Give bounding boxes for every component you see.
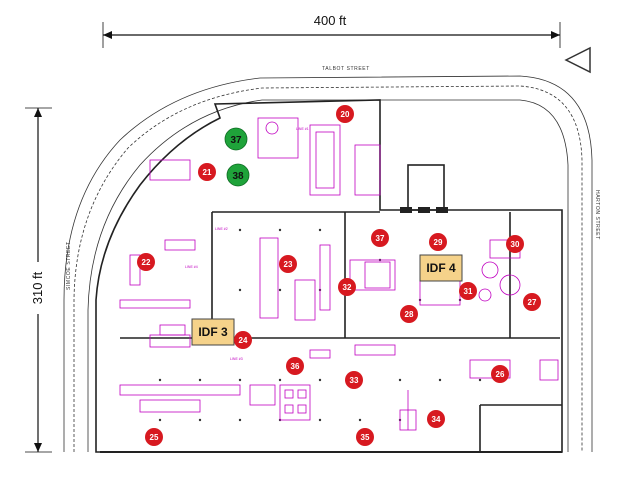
marker-32[interactable]: 32	[338, 278, 356, 296]
equipment-layout	[119, 117, 559, 431]
idf-3-label: IDF 3	[198, 325, 228, 339]
marker-36[interactable]: 36	[286, 357, 304, 375]
line-label-4: LINE #4	[185, 265, 198, 269]
svg-text:37: 37	[230, 135, 242, 146]
street-north: TALBOT STREET	[322, 66, 370, 72]
marker-27[interactable]: 27	[523, 293, 541, 311]
marker-37-green[interactable]: 37	[224, 127, 248, 151]
idf-3-box[interactable]: IDF 3	[191, 318, 235, 346]
north-triangle-icon	[564, 46, 591, 74]
line-label-2: LINE #2	[215, 227, 228, 231]
svg-text:29: 29	[434, 238, 443, 247]
svg-text:26: 26	[496, 370, 505, 379]
line-label-3: LINE #3	[230, 357, 243, 361]
svg-text:32: 32	[343, 283, 352, 292]
marker-22[interactable]: 22	[137, 253, 155, 271]
svg-text:28: 28	[405, 310, 414, 319]
idf-4-label: IDF 4	[426, 261, 456, 275]
svg-text:34: 34	[432, 415, 441, 424]
building-walls	[95, 99, 563, 453]
marker-34[interactable]: 34	[427, 410, 445, 428]
svg-text:25: 25	[150, 433, 159, 442]
width-label: 400 ft	[314, 13, 347, 28]
marker-20[interactable]: 20	[336, 105, 354, 123]
marker-35[interactable]: 35	[356, 428, 374, 446]
svg-text:38: 38	[232, 171, 244, 182]
equipment-labels: LINE #4 LINE #2 LINE #3 LINE #1	[185, 127, 309, 361]
street-outline	[63, 75, 593, 452]
door-openings	[400, 207, 448, 213]
svg-text:21: 21	[203, 168, 212, 177]
marker-23[interactable]: 23	[279, 255, 297, 273]
marker-28[interactable]: 28	[400, 305, 418, 323]
marker-26[interactable]: 26	[491, 365, 509, 383]
marker-30[interactable]: 30	[506, 235, 524, 253]
width-dimension: 400 ft	[102, 12, 561, 48]
marker-29[interactable]: 29	[429, 233, 447, 251]
svg-text:36: 36	[291, 362, 300, 371]
height-label: 310 ft	[30, 271, 45, 304]
marker-24[interactable]: 24	[234, 331, 252, 349]
svg-text:24: 24	[239, 336, 248, 345]
marker-38-green[interactable]: 38	[226, 163, 250, 187]
svg-text:27: 27	[528, 298, 537, 307]
red-markers: 20 21 22 23 24 25 26 27 28 29 30 31 32 3…	[137, 105, 541, 446]
marker-33[interactable]: 33	[345, 371, 363, 389]
svg-text:22: 22	[142, 258, 151, 267]
green-markers: 37 38	[224, 127, 250, 187]
street-west: SIMCOE STREET	[66, 241, 72, 290]
marker-21[interactable]: 21	[198, 163, 216, 181]
svg-text:37: 37	[376, 234, 385, 243]
marker-25[interactable]: 25	[145, 428, 163, 446]
svg-text:20: 20	[341, 110, 350, 119]
line-label-1: LINE #1	[296, 127, 309, 131]
svg-text:35: 35	[361, 433, 370, 442]
svg-text:33: 33	[350, 376, 359, 385]
marker-37-red[interactable]: 37	[371, 229, 389, 247]
svg-text:30: 30	[511, 240, 520, 249]
marker-31[interactable]: 31	[459, 282, 477, 300]
idf-4-box[interactable]: IDF 4	[419, 254, 463, 282]
svg-text:31: 31	[464, 287, 473, 296]
street-east: HARTON STREET	[594, 190, 600, 240]
svg-text:23: 23	[284, 260, 293, 269]
height-dimension: 310 ft	[25, 107, 52, 453]
